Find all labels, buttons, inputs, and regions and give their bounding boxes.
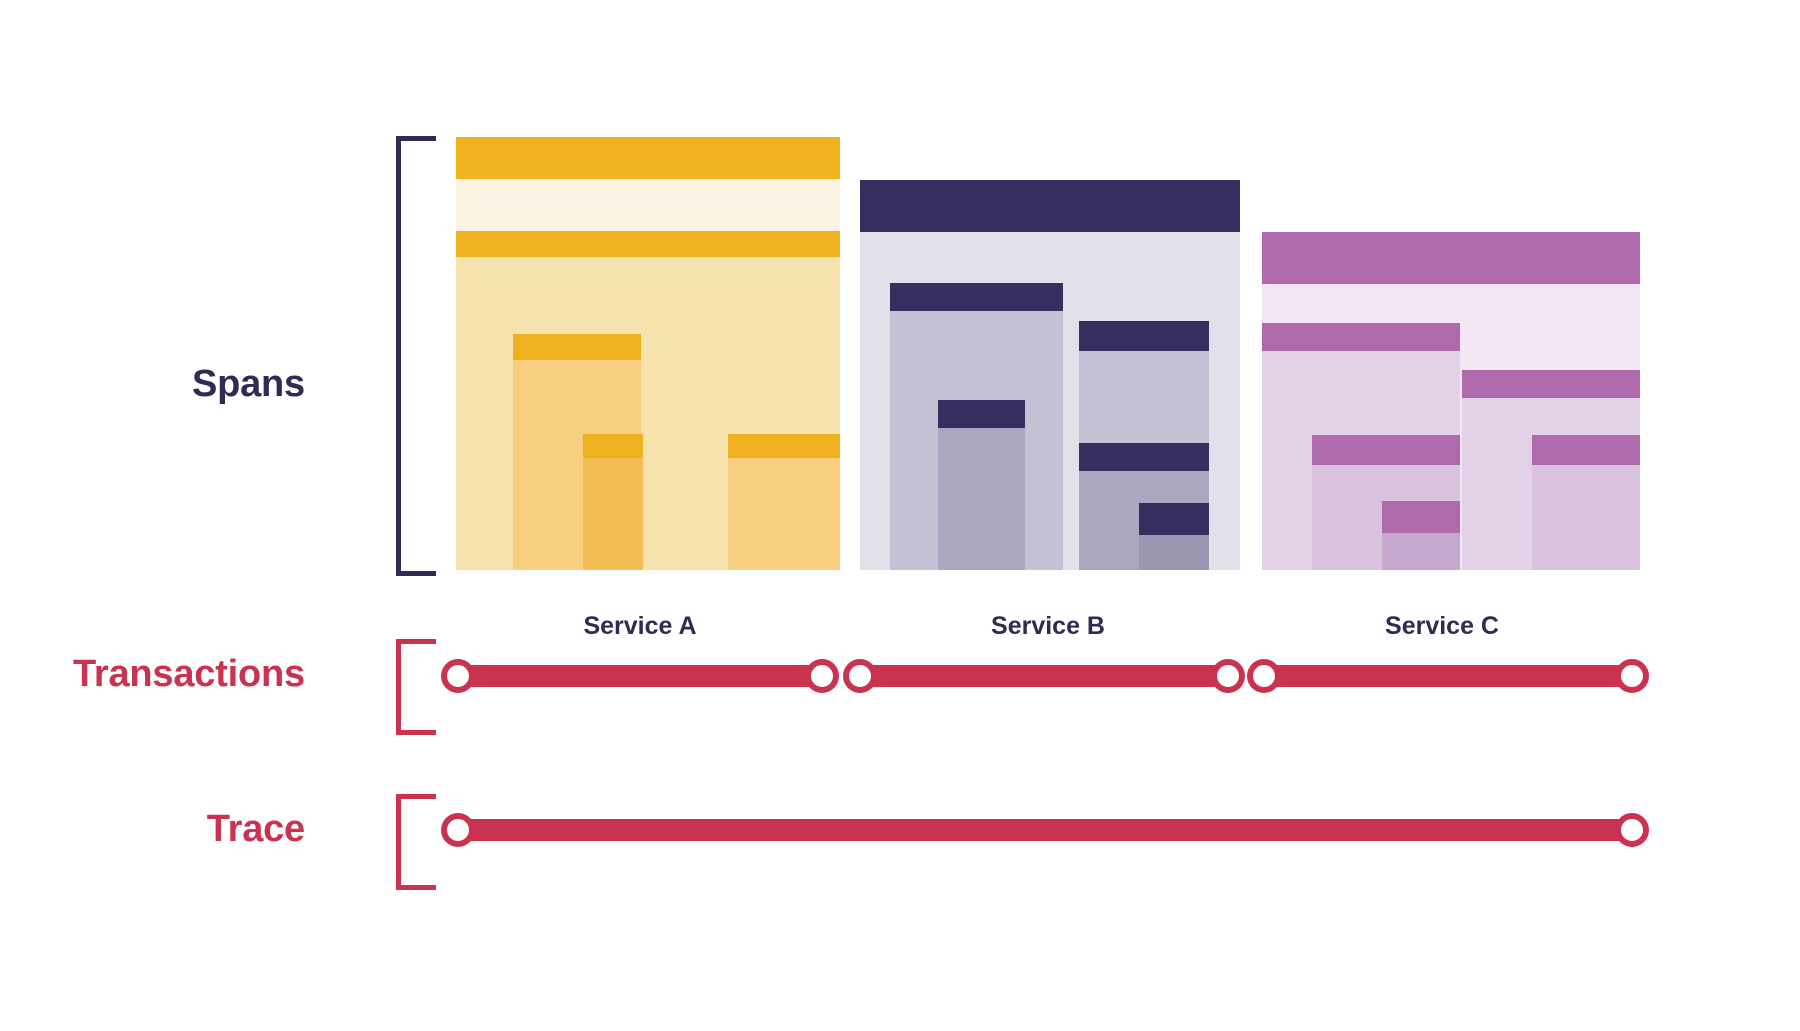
span-b-3-body: [938, 428, 1025, 570]
span-a-4-body: [583, 458, 643, 570]
transaction-segment-b[interactable]: [860, 665, 1228, 687]
transaction-node-c-start[interactable]: [1247, 659, 1281, 693]
span-c-4-cap: [1382, 501, 1460, 533]
span-b-6-cap: [1139, 503, 1209, 535]
span-b-1-cap: [860, 180, 1240, 232]
span-c-6[interactable]: [1532, 435, 1640, 570]
span-a-5-cap: [656, 231, 840, 257]
span-a-4[interactable]: [583, 434, 643, 570]
transaction-node-c-end[interactable]: [1615, 659, 1649, 693]
transaction-node-a-start[interactable]: [441, 659, 475, 693]
span-b-5-cap: [1079, 443, 1209, 471]
transaction-node-a-end[interactable]: [805, 659, 839, 693]
trace-bracket: [396, 794, 436, 890]
span-a-6[interactable]: [728, 434, 840, 570]
span-c-2-cap: [1262, 323, 1460, 351]
spans-row-label: Spans: [191, 363, 305, 405]
trace-node-end[interactable]: [1615, 813, 1649, 847]
span-c-6-cap: [1532, 435, 1640, 465]
span-b-6-body: [1139, 535, 1209, 570]
transactions-bracket: [396, 639, 436, 735]
span-b-4-cap: [1079, 321, 1209, 351]
trace-node-start[interactable]: [441, 813, 475, 847]
transactions-row-label: Transactions: [72, 653, 305, 695]
transaction-segment-c[interactable]: [1264, 665, 1632, 687]
span-c-4[interactable]: [1382, 501, 1460, 570]
span-c-1-cap: [1262, 232, 1640, 284]
transaction-node-b-start[interactable]: [843, 659, 877, 693]
span-b-3[interactable]: [938, 400, 1025, 570]
service-c-caption: Service C: [1385, 612, 1499, 640]
span-b-2-cap: [890, 283, 1063, 311]
service-a-caption: Service A: [583, 612, 697, 640]
span-a-3-cap: [513, 334, 641, 360]
service-b-caption: Service B: [991, 612, 1105, 640]
span-a-4-cap: [583, 434, 643, 458]
span-c-4-body: [1382, 533, 1460, 570]
trace-row-label: Trace: [206, 808, 306, 850]
transaction-node-b-end[interactable]: [1211, 659, 1245, 693]
span-a-6-cap: [728, 434, 840, 458]
span-c-6-body: [1532, 465, 1640, 570]
spans-area: [456, 137, 1640, 570]
transaction-segment-a[interactable]: [458, 665, 822, 687]
span-c-3-cap: [1312, 435, 1460, 465]
span-c-5-cap: [1462, 370, 1640, 398]
span-a-1-cap: [456, 137, 840, 179]
span-b-6[interactable]: [1139, 503, 1209, 570]
trace-segment[interactable]: [458, 819, 1632, 841]
span-a-6-body: [728, 458, 840, 570]
spans-bracket: [396, 136, 436, 576]
span-b-3-cap: [938, 400, 1025, 428]
